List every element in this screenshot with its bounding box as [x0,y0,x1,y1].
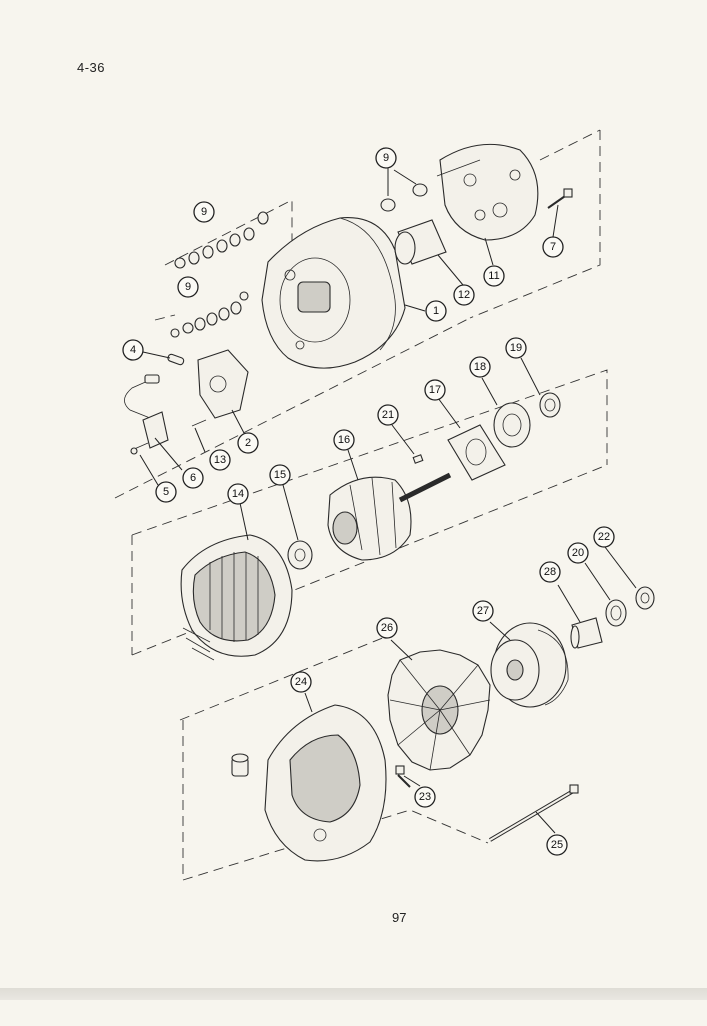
retainer-plate [447,424,506,481]
callout: 9 [177,276,199,298]
callout-label: 18 [474,361,486,373]
callout-label: 1 [433,305,439,317]
callout-label: 5 [163,486,169,498]
callout-label: 24 [295,676,307,688]
callout-label: 11 [488,270,499,282]
rectifier-plate [436,143,539,241]
callout: 15 [269,464,291,486]
washer-set-upper [174,211,269,269]
plug [231,753,249,777]
callout-label: 7 [550,241,556,253]
regulator-with-wire [124,374,169,455]
callout-label: 25 [551,839,563,851]
callout: 28 [539,561,561,583]
callout-label: 15 [274,469,286,481]
callout-label: 4 [130,344,136,356]
callout-label: 21 [382,409,394,421]
brush-holder [167,349,249,427]
scan-edge [0,988,707,1000]
callout: 9 [193,201,215,223]
page-number: 97 [392,910,407,925]
stator [180,534,293,661]
nuts [380,183,428,212]
pulley [490,622,569,708]
leader-lines [139,168,637,834]
callout-label: 22 [598,531,610,543]
rotor [327,472,452,561]
key [412,454,424,464]
callout-label: 13 [214,454,226,466]
callout: 16 [333,429,355,451]
callout: 14 [227,483,249,505]
callout: 22 [593,526,615,548]
callout: 25 [546,834,568,856]
callout: 6 [182,467,204,489]
callout-label: 9 [201,206,207,218]
callout: 4 [122,339,144,361]
pulley-nut [635,586,655,610]
callout-label: 28 [544,566,556,578]
callout-label: 9 [383,152,389,164]
callout: 19 [505,337,527,359]
callout-label: 2 [245,437,251,449]
screw [547,188,573,209]
callout: 9 [375,147,397,169]
washer-set-lower [170,291,249,338]
callout-label: 23 [419,791,431,803]
callout: 18 [469,356,491,378]
bearing-large [493,402,531,448]
callout-label: 12 [458,289,470,301]
callout: 23 [414,786,436,808]
callout-label: 27 [477,605,489,617]
callout: 13 [209,449,231,471]
rear-housing [261,217,406,369]
callout: 21 [377,404,399,426]
callout: 1 [425,300,447,322]
callout-label: 9 [185,281,191,293]
callout: 20 [567,542,589,564]
collar [570,617,603,649]
callout-label: 14 [232,488,244,500]
callout-label: 16 [338,434,350,446]
callout: 12 [453,284,475,306]
front-housing [264,704,387,862]
fan [387,649,491,771]
page-section-number: 4-36 [77,60,106,75]
washer [605,599,627,627]
callout: 11 [483,265,505,287]
callout: 17 [424,379,446,401]
callout: 24 [290,671,312,693]
callout: 5 [155,481,177,503]
callout-label: 20 [572,547,584,559]
callout-label: 26 [381,622,393,634]
callout-label: 17 [429,384,441,396]
callout: 7 [542,236,564,258]
bearing-small [287,540,313,570]
bearing-cap [394,219,447,265]
callout: 27 [472,600,494,622]
housing-screw [395,765,411,788]
callout: 2 [237,432,259,454]
callout: 26 [376,617,398,639]
callout-label: 6 [190,472,196,484]
through-bolt [488,784,579,842]
callout-label: 19 [510,342,522,354]
spacer-ring [539,392,561,418]
